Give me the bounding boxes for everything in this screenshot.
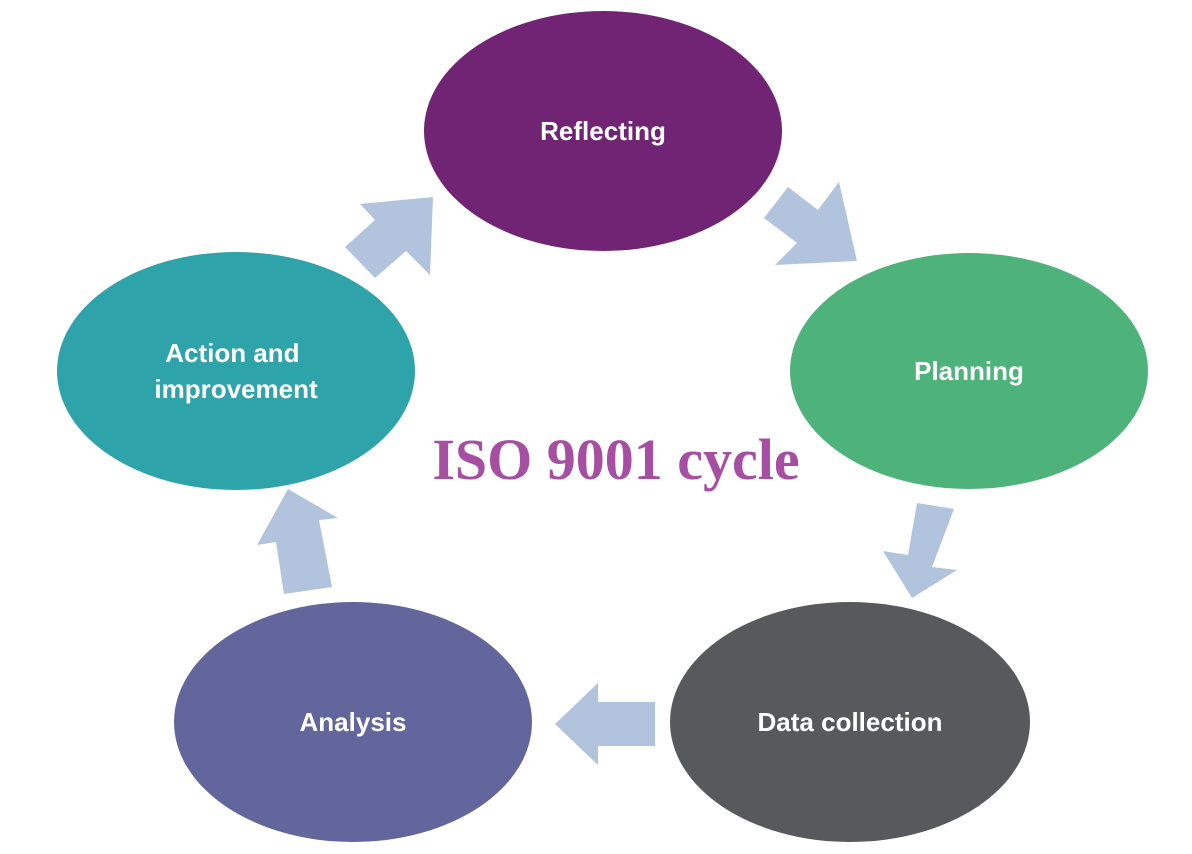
- arrows: [257, 182, 957, 765]
- node-action-and-improvement-label-line-1: Action and: [165, 338, 299, 368]
- diagram-title: ISO 9001 cycle: [432, 427, 799, 492]
- node-analysis-label-line-1: Analysis: [300, 707, 407, 737]
- node-action-and-improvement-label: Action and improvement: [154, 338, 318, 404]
- node-data-collection: Data collection: [670, 602, 1030, 842]
- node-analysis: Analysis: [174, 602, 532, 842]
- node-planning-shape: [790, 253, 1148, 489]
- node-data-collection-shape: [670, 602, 1030, 842]
- node-planning-label: Planning: [914, 356, 1024, 386]
- node-action-and-improvement-label-line-2: improvement: [154, 374, 318, 404]
- node-planning-label-line-1: Planning: [914, 356, 1024, 386]
- node-reflecting-shape: [424, 11, 782, 251]
- node-reflecting: Reflecting: [424, 11, 782, 251]
- node-analysis-shape: [174, 602, 532, 842]
- node-analysis-label: Analysis: [300, 707, 407, 737]
- node-data-collection-label-line-1: Data collection: [758, 707, 943, 737]
- arrow-reflecting-to-planning: [764, 182, 857, 265]
- node-action-and-improvement: Action and improvement: [57, 252, 415, 490]
- arrow-planning-to-data-collection: [883, 503, 957, 598]
- node-planning: Planning: [790, 253, 1148, 489]
- arrow-analysis-to-action: [257, 489, 338, 594]
- node-action-and-improvement-shape: [57, 252, 415, 490]
- arrow-action-to-reflecting: [345, 197, 433, 278]
- node-data-collection-label: Data collection: [758, 707, 943, 737]
- arrow-data-collection-to-analysis: [555, 683, 655, 765]
- node-reflecting-label-line-1: Reflecting: [540, 116, 666, 146]
- node-reflecting-label: Reflecting: [540, 116, 666, 146]
